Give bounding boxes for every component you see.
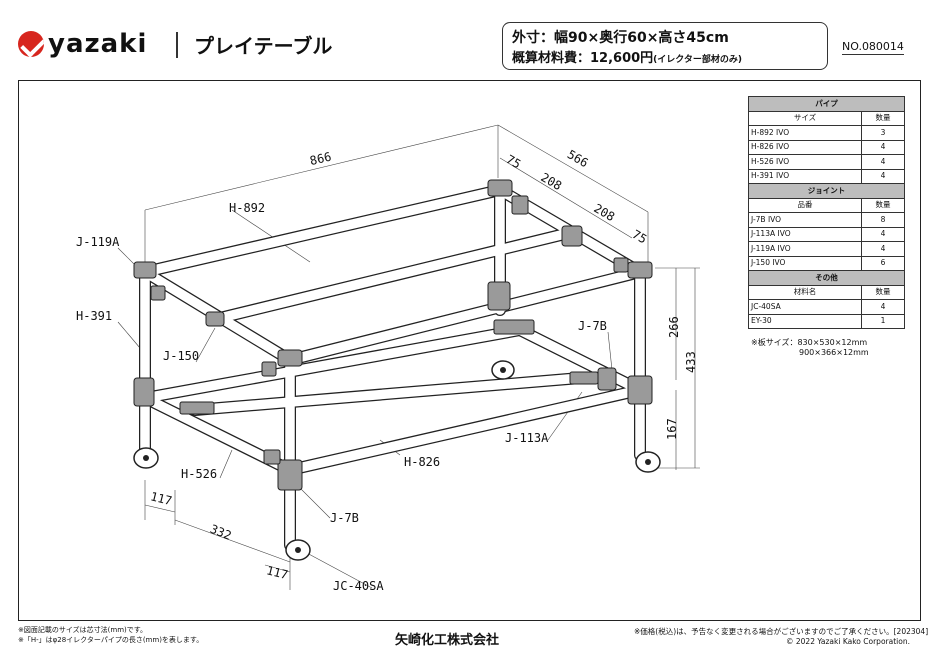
price-note: ※価格(税込)は、予告なく変更される場合がございますのでご了承ください。[202… xyxy=(634,627,929,636)
part-quantity: 4 xyxy=(861,226,905,242)
dim-117-a: 117 xyxy=(149,489,173,508)
parts-column-header: サイズ数量 xyxy=(748,110,905,126)
dim-117-b: 117 xyxy=(265,563,289,582)
parts-col-qty: 数量 xyxy=(861,197,905,213)
part-name: J-119A IVO xyxy=(748,241,862,257)
spec-dimensions: 外寸：幅90×奥行60×高さ45cm xyxy=(512,30,729,46)
parts-column-header: 品番数量 xyxy=(748,197,905,213)
label-h526: H-526 xyxy=(181,467,217,481)
drawing-frame xyxy=(18,80,921,621)
part-name: H-391 IVO xyxy=(748,168,862,184)
dim-height-433: 433 xyxy=(684,351,698,373)
parts-col-qty: 数量 xyxy=(861,284,905,300)
parts-section-title: パイプ xyxy=(748,96,905,112)
parts-section-header: ジョイント xyxy=(748,183,905,199)
part-quantity: 4 xyxy=(861,241,905,257)
spec-cost-note: (イレクター部材のみ) xyxy=(653,55,743,65)
part-quantity: 4 xyxy=(861,139,905,155)
header-divider xyxy=(176,32,178,58)
part-quantity: 6 xyxy=(861,255,905,271)
yazaki-logo: yazaki xyxy=(18,29,147,59)
spec-cost-value: 概算材料費：12,600円 xyxy=(512,51,654,66)
parts-col-name: 品番 xyxy=(748,197,862,213)
part-name: JC-40SA xyxy=(748,299,862,315)
label-j150: J-150 xyxy=(163,349,199,363)
part-name: H-826 IVO xyxy=(748,139,862,155)
part-quantity: 1 xyxy=(861,313,905,329)
dim-75-b: 75 xyxy=(630,227,650,246)
label-jc40sa: JC-40SA xyxy=(333,579,384,593)
board-size-note: ※板サイズ：830×530×12mm 900×366×12mm xyxy=(751,338,869,358)
dim-208-a: 208 xyxy=(538,170,564,193)
label-j113a: J-113A xyxy=(505,431,549,445)
part-quantity: 4 xyxy=(861,154,905,170)
part-name: J-113A IVO xyxy=(748,226,862,242)
part-name: J-150 IVO xyxy=(748,255,862,271)
part-name: H-526 IVO xyxy=(748,154,862,170)
parts-col-name: 材料名 xyxy=(748,284,862,300)
label-h826: H-826 xyxy=(404,455,440,469)
footer-note-2: ※「H-」はφ28イレクターパイプの長さ(mm)を表します。 xyxy=(18,636,204,644)
document-number: NO.080014 xyxy=(842,40,904,55)
part-quantity: 4 xyxy=(861,299,905,315)
copyright: © 2022 Yazaki Kako Corporation. xyxy=(786,637,910,646)
spec-cost: 概算材料費：12,600円(イレクター部材のみ) xyxy=(512,47,742,66)
part-name: EY-30 xyxy=(748,313,862,329)
product-title: プレイテーブル xyxy=(194,34,333,58)
dim-height-167: 167 xyxy=(665,418,679,440)
dim-75-a: 75 xyxy=(504,152,524,171)
parts-section-header: パイプ xyxy=(748,96,905,112)
parts-col-name: サイズ xyxy=(748,110,862,126)
part-name: J-7B IVO xyxy=(748,212,862,228)
parts-section-title: その他 xyxy=(748,270,905,286)
dim-depth-566: 566 xyxy=(565,147,591,170)
parts-section-header: その他 xyxy=(748,270,905,286)
yazaki-logo-mark-icon xyxy=(18,31,44,57)
part-quantity: 8 xyxy=(861,212,905,228)
label-j7b-right: J-7B xyxy=(578,319,607,333)
logo-text: yazaki xyxy=(48,29,148,59)
footer-note-1: ※図面記載のサイズは芯寸法(mm)です。 xyxy=(18,626,148,634)
company-name: 矢崎化工株式会社 xyxy=(395,633,500,648)
dim-height-266: 266 xyxy=(667,316,681,338)
part-name: H-892 IVO xyxy=(748,125,862,141)
parts-col-qty: 数量 xyxy=(861,110,905,126)
label-j7b-bottom: J-7B xyxy=(330,511,359,525)
part-quantity: 4 xyxy=(861,168,905,184)
label-j119a: J-119A xyxy=(76,235,120,249)
parts-column-header: 材料名数量 xyxy=(748,284,905,300)
board-note-line2: 900×366×12mm xyxy=(751,348,869,357)
parts-section-title: ジョイント xyxy=(748,183,905,199)
board-note-line1: ※板サイズ：830×530×12mm xyxy=(751,338,868,347)
label-h391: H-391 xyxy=(76,309,112,323)
dim-208-b: 208 xyxy=(591,201,617,224)
spec-box xyxy=(502,22,828,70)
part-quantity: 3 xyxy=(861,125,905,141)
dim-width-866: 866 xyxy=(308,150,332,169)
label-h892: H-892 xyxy=(229,201,265,215)
